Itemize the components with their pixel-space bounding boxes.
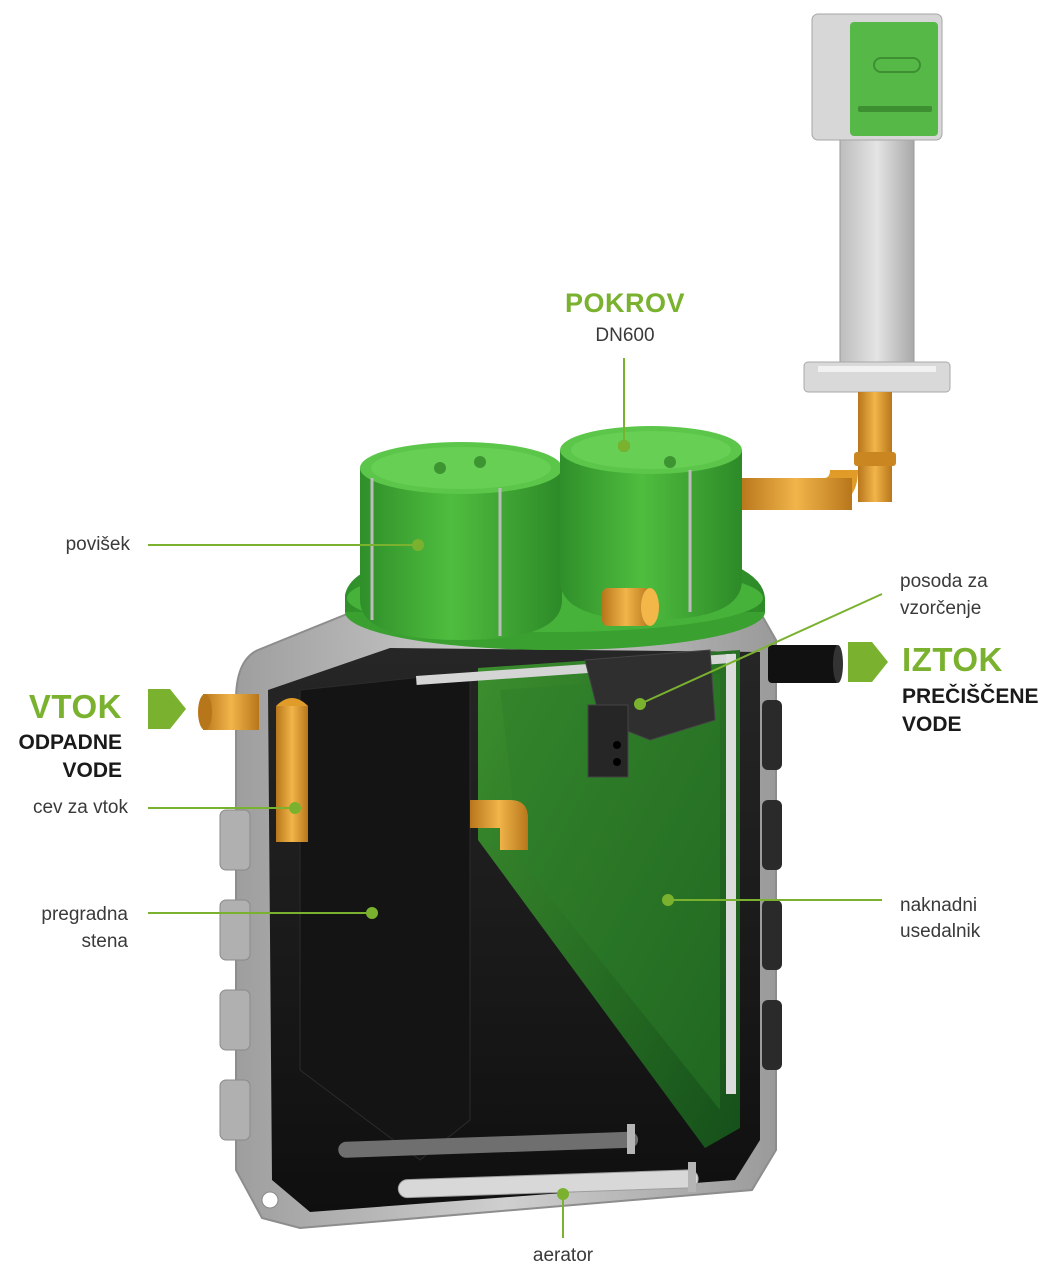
label-cev-za-vtok: cev za vtok <box>32 797 128 818</box>
label-pregradna-1: pregradna <box>41 904 128 925</box>
sampling-vessel <box>584 649 716 778</box>
outflow-arrow-icon <box>848 642 888 682</box>
leader-posoda <box>639 593 883 705</box>
inlet-pipe <box>198 694 528 850</box>
outlet-pipe <box>768 645 843 683</box>
inflow-arrow-icon <box>148 689 186 729</box>
heading-iztok-sub-1: PREČIŠČENE <box>902 685 1039 708</box>
partition-wall <box>299 671 471 1161</box>
heading-pokrov-sub: DN600 <box>595 325 655 346</box>
label-posoda-1: posoda za <box>900 571 988 592</box>
label-povisek: povišek <box>65 534 130 555</box>
label-posoda-2: vzorčenje <box>900 598 982 619</box>
sampling-post <box>803 13 951 393</box>
heading-vtok-sub-1: ODPADNE <box>18 731 122 754</box>
heading-iztok: IZTOK <box>902 641 1003 678</box>
riser-right <box>560 426 742 620</box>
heading-vtok-sub-2: VODE <box>62 759 122 782</box>
tank-interior <box>268 648 760 1212</box>
label-aerator: aerator <box>532 1245 594 1266</box>
secondary-clarifier <box>478 650 740 1148</box>
label-naknadni-2: usedalnik <box>900 921 981 942</box>
riser-left <box>360 442 562 640</box>
heading-vtok: VTOK <box>28 688 122 725</box>
aerator <box>338 1124 699 1199</box>
sampling-pipe <box>740 392 896 510</box>
leader-lines <box>148 358 883 1238</box>
label-pregradna-2: stena <box>81 931 128 952</box>
heading-iztok-sub-2: VODE <box>902 713 962 736</box>
inner-orange-cap <box>602 588 659 626</box>
label-naknadni-1: naknadni <box>900 895 978 916</box>
heading-pokrov: POKROV <box>564 288 686 318</box>
